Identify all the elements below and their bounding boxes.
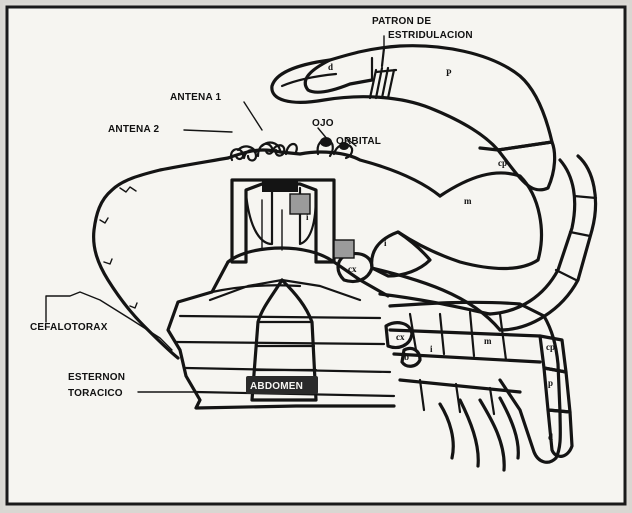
segment-d-claw: d (328, 62, 333, 72)
label-patron: PATRON DE (372, 16, 431, 27)
segment-b-leg: b (404, 352, 409, 362)
label-esternon: ESTERNON (68, 372, 125, 383)
label-estridulacion: ESTRIDULACION (388, 30, 473, 41)
label-toracico: TORACICO (68, 388, 123, 399)
segment-m-leg: m (484, 336, 492, 346)
segment-p-leg: p (548, 378, 553, 388)
segment-cx-leg: cx (396, 332, 405, 342)
segment-d-leg: d (548, 432, 553, 442)
label-antena-1: ANTENA 1 (170, 92, 221, 103)
label-cefalotorax: CEFALOTORAX (30, 322, 108, 333)
label-orbital: ORBITAL (336, 136, 381, 147)
label-abdomen: ABDOMEN (250, 381, 303, 392)
segment-m-claw: m (464, 196, 472, 206)
label-antena-2: ANTENA 2 (108, 124, 159, 135)
segment-cp-claw: cp (498, 158, 507, 168)
segment-cp-leg: cp (546, 342, 555, 352)
segment-p-claw: P (446, 68, 452, 78)
segment-cx-claw: cx (348, 264, 357, 274)
label-ojo: OJO (312, 118, 334, 129)
